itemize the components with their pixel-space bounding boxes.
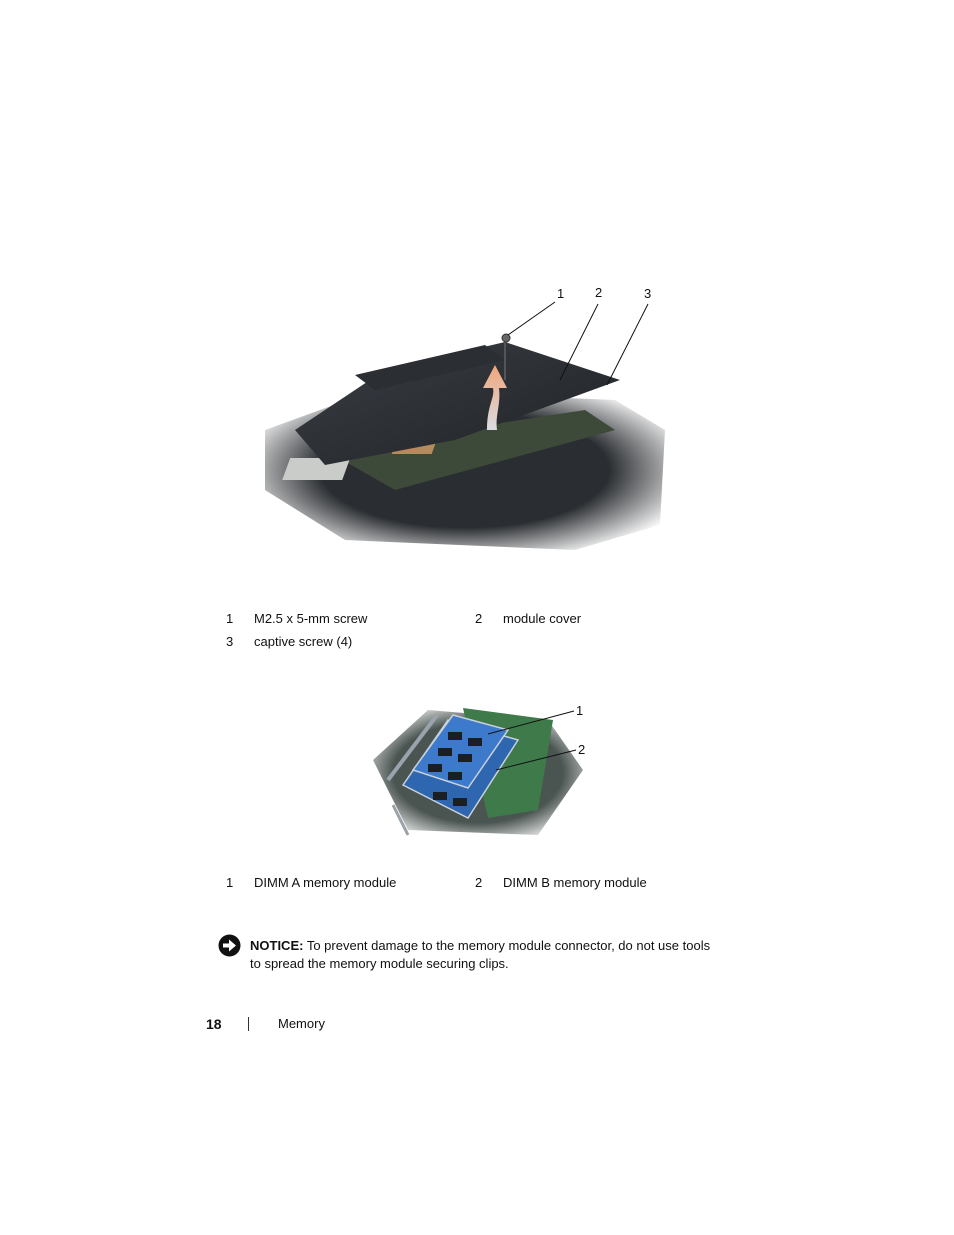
legend-num: 1 [226, 611, 234, 626]
module-cover-illustration [265, 301, 665, 550]
legend-num: 1 [226, 875, 234, 890]
notice-arrow-icon [218, 934, 241, 957]
page-number: 18 [206, 1016, 222, 1032]
callout-3: 3 [644, 286, 652, 301]
footer-divider [248, 1017, 249, 1031]
footer-section-title: Memory [278, 1016, 325, 1031]
callout-1: 1 [576, 703, 584, 718]
callout-1: 1 [557, 286, 565, 301]
notice-text: To prevent damage to the memory module c… [250, 938, 711, 971]
legend-text: DIMM A memory module [254, 875, 397, 890]
callout-2: 2 [595, 285, 603, 300]
legend-num: 2 [475, 875, 483, 890]
legend-text: DIMM B memory module [503, 875, 647, 890]
callout-2: 2 [578, 742, 586, 757]
notice-label: NOTICE: [250, 938, 304, 953]
legend-num: 2 [475, 611, 483, 626]
legend-text: captive screw (4) [254, 634, 353, 649]
legend-num: 3 [226, 634, 234, 649]
legend-text: M2.5 x 5-mm screw [254, 611, 368, 626]
legend-text: module cover [503, 611, 582, 626]
notice-paragraph: NOTICE: To prevent damage to the memory … [250, 937, 720, 973]
memory-modules-illustration [373, 708, 583, 836]
